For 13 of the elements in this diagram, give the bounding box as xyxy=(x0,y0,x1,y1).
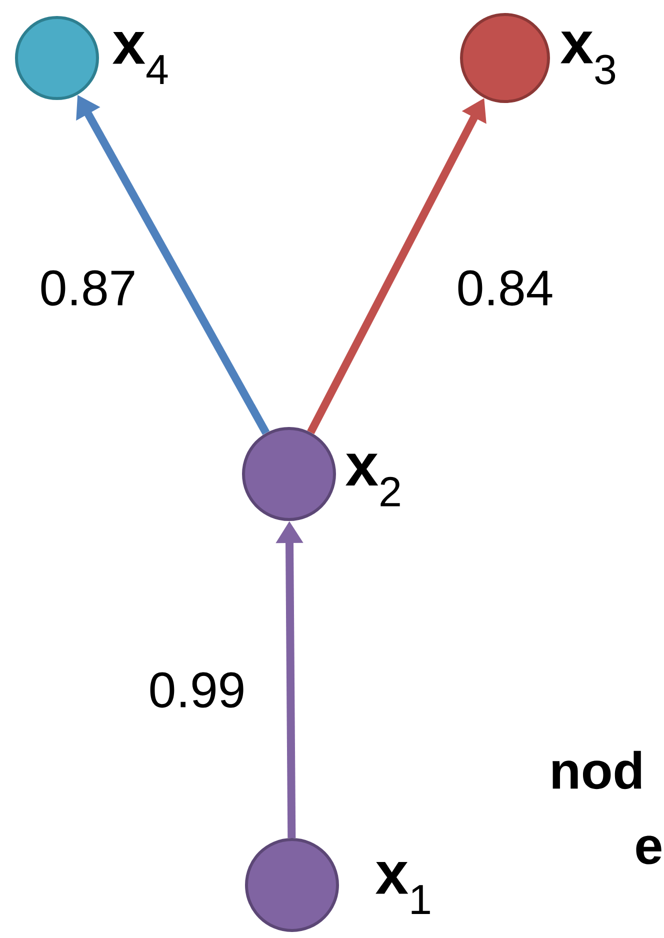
node-label: x$_{3}$ xyxy=(560,32,616,84)
node-label: x$_{2}$ xyxy=(346,454,400,506)
note-text: e xyxy=(636,836,662,864)
circle-node xyxy=(460,13,550,103)
edge-label: 0.84 xyxy=(458,270,552,306)
edge-label: 0.99 xyxy=(150,672,244,708)
edge-label: 0.87 xyxy=(41,270,134,306)
circle-node xyxy=(245,838,339,932)
circle-node xyxy=(15,16,99,100)
node-label: x$_{4}$ xyxy=(112,32,168,84)
circle-node xyxy=(242,427,336,521)
node-label: x$_{1}$ xyxy=(376,862,430,914)
note-text: nod xyxy=(552,750,642,790)
